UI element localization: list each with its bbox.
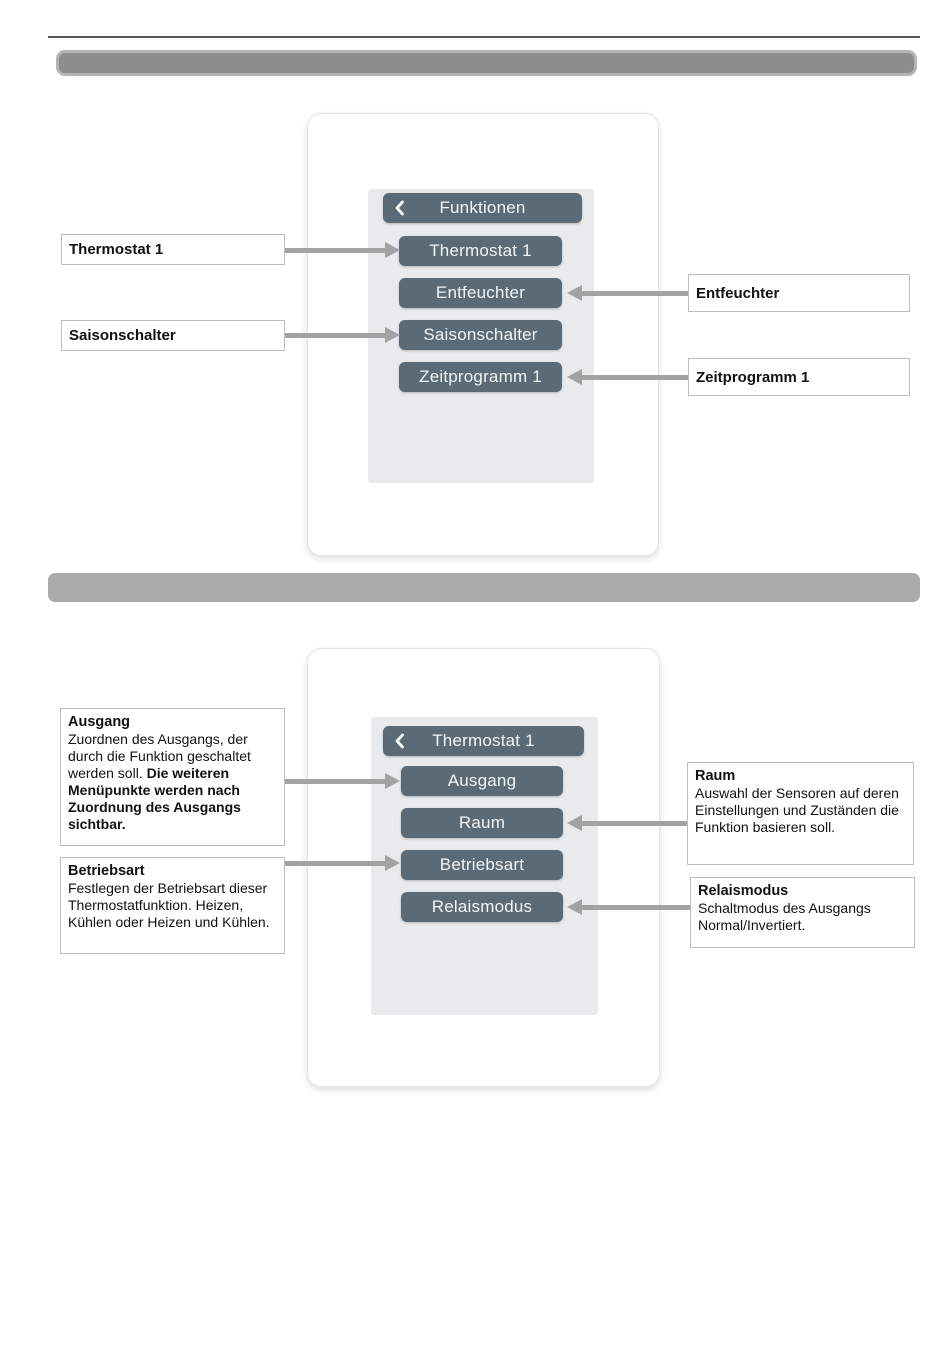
menu-item-label: Entfeuchter [435, 283, 526, 302]
arrow-line-entfeuchter [582, 291, 688, 296]
menu-item-entfeuchter[interactable]: Entfeuchter [399, 278, 562, 308]
top-rule [48, 36, 920, 38]
callout-label: Thermostat 1 [69, 241, 164, 258]
callout-label: Zeitprogramm 1 [696, 368, 810, 386]
arrow-line-saisonschalter [285, 333, 387, 338]
menu-item-saisonschalter[interactable]: Saisonschalter [399, 320, 562, 350]
callout-ausgang: Ausgang Zuordnen des Ausgangs, der durch… [60, 708, 285, 846]
menu-item-thermostat-1[interactable]: Thermostat 1 [399, 236, 562, 266]
chevron-left-icon [394, 200, 405, 216]
menu-header-title: Thermostat 1 [432, 731, 535, 750]
menu-item-raum[interactable]: Raum [401, 808, 563, 838]
arrow-head-thermostat-1 [385, 242, 400, 258]
arrow-line-ausgang [285, 779, 387, 784]
menu-item-label: Ausgang [447, 771, 517, 790]
arrow-line-raum [582, 821, 687, 826]
arrow-line-betriebsart [285, 861, 387, 866]
callout-zeitprogramm-1: Zeitprogramm 1 [688, 358, 910, 396]
arrow-line-relaismodus [582, 905, 690, 910]
callout-betriebsart: Betriebsart Festlegen der Betriebsart di… [60, 857, 285, 954]
callout-body-text: Festlegen der Betriebsart dieser Thermos… [68, 880, 270, 930]
arrow-head-raum [567, 815, 582, 831]
arrow-head-ausgang [385, 773, 400, 789]
menu-item-betriebsart[interactable]: Betriebsart [401, 850, 563, 880]
callout-title: Raum [695, 768, 736, 784]
menu-item-label: Zeitprogramm 1 [419, 367, 542, 386]
callout-title: Ausgang [68, 714, 131, 730]
menu-item-label: Raum [458, 813, 506, 832]
menu-item-label: Betriebsart [439, 855, 525, 874]
section-heading-bar-2 [48, 573, 920, 602]
menu-header-funktionen[interactable]: Funktionen [383, 193, 582, 223]
arrow-head-zeitprogramm-1 [567, 369, 582, 385]
callout-body: Festlegen der Betriebsart dieser Thermos… [68, 880, 277, 931]
arrow-head-saisonschalter [385, 327, 400, 343]
callout-label: Entfeuchter [696, 284, 780, 302]
menu-item-label: Relaismodus [431, 897, 533, 916]
menu-item-zeitprogramm-1[interactable]: Zeitprogramm 1 [399, 362, 562, 392]
callout-body-bold-text: Die weiteren Menüpunkte werden nach Zuor… [68, 765, 241, 832]
chevron-left-icon [394, 733, 405, 749]
callout-entfeuchter: Entfeuchter [688, 274, 910, 312]
callout-body: Zuordnen des Ausgangs, der durch die Fun… [68, 731, 277, 833]
arrow-head-entfeuchter [567, 285, 582, 301]
arrow-head-betriebsart [385, 855, 400, 871]
section-heading-bar-1 [56, 50, 917, 76]
arrow-head-relaismodus [567, 899, 582, 915]
arrow-line-thermostat-1 [285, 248, 387, 253]
callout-label: Saisonschalter [69, 327, 176, 344]
menu-item-label: Thermostat 1 [429, 241, 532, 260]
menu-item-ausgang[interactable]: Ausgang [401, 766, 563, 796]
callout-relaismodus: Relaismodus Schaltmodus des Ausgangs Nor… [690, 877, 915, 948]
arrow-line-zeitprogramm-1 [582, 375, 688, 380]
callout-title: Betriebsart [68, 863, 145, 879]
callout-title: Relaismodus [698, 883, 789, 899]
menu-item-label: Saisonschalter [423, 325, 538, 344]
callout-saisonschalter: Saisonschalter [61, 320, 285, 351]
menu-header-thermostat-1[interactable]: Thermostat 1 [383, 726, 584, 756]
menu-item-relaismodus[interactable]: Relaismodus [401, 892, 563, 922]
callout-raum: Raum Auswahl der Sensoren auf deren Eins… [687, 762, 914, 865]
callout-thermostat-1: Thermostat 1 [61, 234, 285, 265]
menu-header-title: Funktionen [439, 198, 526, 217]
callout-body: Schaltmodus des Ausgangs Normal/Invertie… [698, 900, 871, 933]
callout-body-text: Zuordnen des Ausgangs, der durch die Fun… [68, 731, 251, 781]
callout-body: Auswahl der Sensoren auf deren Einstellu… [695, 785, 899, 835]
